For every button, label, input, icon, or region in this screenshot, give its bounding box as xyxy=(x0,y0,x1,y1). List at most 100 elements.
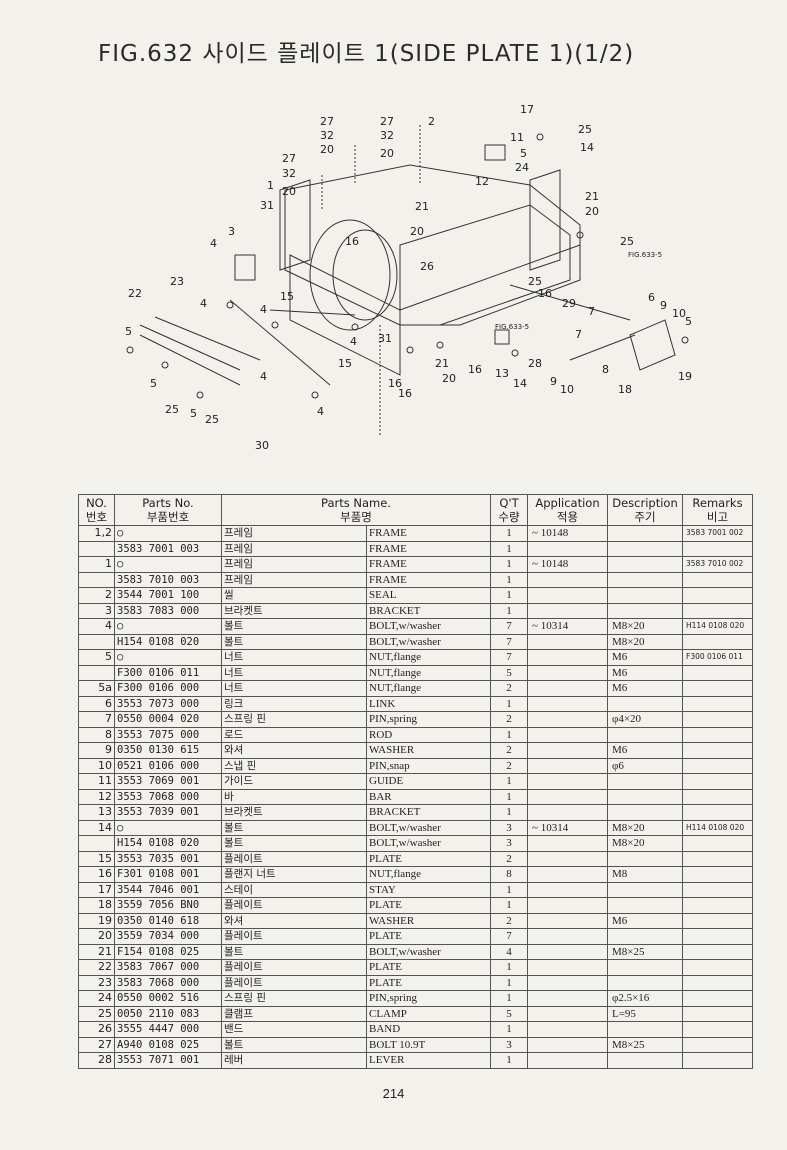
application-cell: ~ 10314 xyxy=(527,618,608,635)
remarks-cell: 3583 7001 002 xyxy=(682,525,753,542)
part-number-index-cell: 1,2 xyxy=(78,525,115,542)
description-cell: M6 xyxy=(607,680,683,697)
description-cell xyxy=(607,587,683,604)
part-code-cell: 3544 7001 100 xyxy=(114,587,222,604)
callout-4-a: 4 xyxy=(210,237,217,250)
quantity-cell: 1 xyxy=(490,587,528,604)
part-name-korean-cell: 너트 xyxy=(221,680,367,697)
callout-15-a: 15 xyxy=(280,290,294,303)
description-cell xyxy=(607,695,683,712)
description-cell xyxy=(607,556,683,573)
description-cell: M8×25 xyxy=(607,943,683,960)
part-code-cell: 0521 0106 000 xyxy=(114,757,222,774)
description-cell: M6 xyxy=(607,912,683,929)
callout-25-e: 25 xyxy=(205,413,219,426)
description-cell xyxy=(607,726,683,743)
diagram-svg: 17 25 14 11 5 24 12 27 32 20 27 32 20 2 … xyxy=(125,103,692,452)
quantity-cell: 1 xyxy=(490,974,528,991)
callout-14-b: 14 xyxy=(513,377,527,390)
remarks-cell xyxy=(682,990,753,1007)
part-name-korean-cell: 브라켓트 xyxy=(221,602,367,619)
callout-12: 12 xyxy=(475,175,489,188)
application-cell xyxy=(527,804,608,821)
part-number-index-cell: 28 xyxy=(78,1052,115,1069)
part-number-index-cell: 24 xyxy=(78,990,115,1007)
part-name-english-cell: BAND xyxy=(366,1021,491,1038)
part-name-english-cell: BRACKET xyxy=(366,804,491,821)
part-code-cell: A940 0108 025 xyxy=(114,1036,222,1053)
callout-25-d: 25 xyxy=(165,403,179,416)
remarks-cell: 3583 7010 002 xyxy=(682,556,753,573)
part-number-index-cell: 12 xyxy=(78,788,115,805)
callout-4-b: 4 xyxy=(200,297,207,310)
application-cell xyxy=(527,912,608,929)
part-code-cell: 3553 7071 001 xyxy=(114,1052,222,1069)
callout-4-c: 4 xyxy=(260,303,267,316)
application-cell xyxy=(527,881,608,898)
description-cell xyxy=(607,540,683,557)
quantity-cell: 2 xyxy=(490,680,528,697)
remarks-cell xyxy=(682,881,753,898)
part-name-english-cell: SEAL xyxy=(366,587,491,604)
part-name-korean-cell: 클램프 xyxy=(221,1005,367,1022)
callout-27-b: 27 xyxy=(380,115,394,128)
part-code-cell: 3583 7067 000 xyxy=(114,959,222,976)
callout-27-c: 27 xyxy=(282,152,296,165)
remarks-cell xyxy=(682,711,753,728)
part-code-cell: 0550 0004 020 xyxy=(114,711,222,728)
part-number-index-cell xyxy=(78,540,115,557)
remarks-cell xyxy=(682,959,753,976)
part-number-index-cell: 13 xyxy=(78,804,115,821)
part-name-english-cell: GUIDE xyxy=(366,773,491,790)
part-name-english-cell: NUT,flange xyxy=(366,866,491,883)
part-number-index-cell: 18 xyxy=(78,897,115,914)
quantity-cell: 1 xyxy=(490,773,528,790)
remarks-cell xyxy=(682,587,753,604)
application-cell xyxy=(527,726,608,743)
part-code-cell: 0550 0002 516 xyxy=(114,990,222,1007)
application-cell xyxy=(527,788,608,805)
remarks-cell xyxy=(682,695,753,712)
remarks-cell: H114 0108 020 xyxy=(682,618,753,635)
part-code-cell: 3553 7068 000 xyxy=(114,788,222,805)
header-parts-name: Parts Name.부품명 xyxy=(221,494,491,526)
part-name-english-cell: BOLT,w/washer xyxy=(366,835,491,852)
description-cell: M6 xyxy=(607,664,683,681)
remarks-cell xyxy=(682,742,753,759)
callout-18: 18 xyxy=(618,383,632,396)
callout-6: 6 xyxy=(648,291,655,304)
part-code-cell: ○ xyxy=(114,819,222,836)
remarks-cell xyxy=(682,943,753,960)
callout-16-b: 16 xyxy=(538,287,552,300)
part-code-cell: ○ xyxy=(114,649,222,666)
application-cell xyxy=(527,959,608,976)
description-cell: M8×20 xyxy=(607,835,683,852)
part-code-cell: ○ xyxy=(114,525,222,542)
callout-29: 29 xyxy=(562,297,576,310)
application-cell xyxy=(527,680,608,697)
part-name-korean-cell: 로드 xyxy=(221,726,367,743)
part-number-index-cell: 8 xyxy=(78,726,115,743)
application-cell xyxy=(527,649,608,666)
quantity-cell: 5 xyxy=(490,1005,528,1022)
application-cell xyxy=(527,571,608,588)
callout-20-d: 20 xyxy=(410,225,424,238)
quantity-cell: 2 xyxy=(490,757,528,774)
quantity-cell: 2 xyxy=(490,742,528,759)
callout-25-a: 25 xyxy=(578,123,592,136)
description-cell xyxy=(607,897,683,914)
quantity-cell: 1 xyxy=(490,1052,528,1069)
part-name-english-cell: BOLT,w/washer xyxy=(366,618,491,635)
